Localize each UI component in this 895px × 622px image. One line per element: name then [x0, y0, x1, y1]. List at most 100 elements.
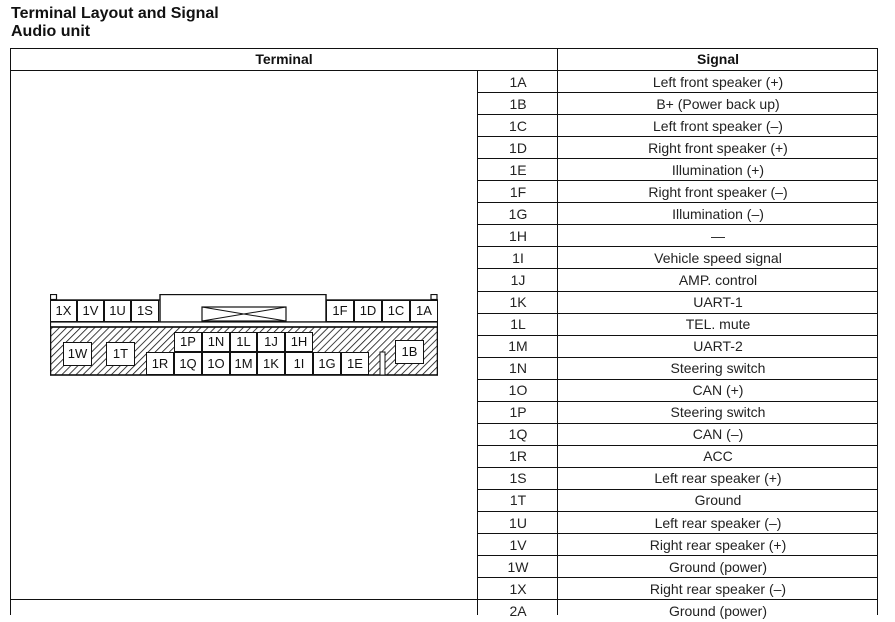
row-divider	[477, 378, 878, 380]
signal-column-divider	[557, 48, 558, 615]
signal-cell: CAN (+)	[692, 382, 744, 399]
terminal-id-cell: 1U	[509, 514, 527, 531]
header-bottom-border	[10, 70, 878, 71]
terminal-id-cell: 1E	[509, 161, 527, 178]
connector-pin: 1H	[285, 332, 313, 352]
terminal-id-cell: 1D	[509, 139, 527, 156]
signal-cell: Right front speaker (+)	[648, 139, 788, 156]
signal-cell: —	[711, 227, 725, 244]
connector-pin: 1N	[202, 332, 230, 352]
connector-pin: 1Q	[174, 352, 202, 375]
terminal-id-cell: 1I	[512, 249, 524, 266]
signal-cell: CAN (–)	[692, 426, 744, 443]
row-divider	[477, 466, 878, 468]
signal-cell: Illumination (+)	[671, 161, 765, 178]
table-top-border	[10, 48, 878, 49]
row-divider	[477, 511, 878, 512]
terminal-id-cell: 1Q	[508, 426, 528, 443]
terminal-id-cell: 1W	[507, 558, 529, 575]
row-divider	[477, 202, 878, 204]
corner-tab-left	[50, 294, 58, 301]
terminal-id-divider	[477, 70, 478, 615]
row-divider	[477, 422, 878, 424]
connector-pin: 1K	[257, 352, 285, 375]
row-divider	[477, 224, 878, 226]
connector-pin: 1C	[382, 300, 410, 322]
signal-cell: TEL. mute	[685, 316, 751, 333]
signal-cell: Ground	[694, 492, 742, 509]
connector-pin: 1F	[326, 300, 354, 322]
row-divider	[477, 400, 878, 402]
terminal-id-cell: 1P	[509, 404, 527, 421]
terminal-id-cell: 1H	[509, 227, 527, 244]
row-divider	[477, 489, 878, 490]
signal-cell: Left front speaker (+)	[652, 73, 784, 90]
connector-pin: 1I	[285, 352, 313, 375]
page-title: Terminal Layout and Signal	[11, 5, 219, 22]
terminal-id-cell: 1X	[509, 580, 527, 597]
terminal-id-cell: 1F	[509, 183, 527, 200]
row-divider	[477, 246, 878, 248]
terminal-id-cell: 1S	[509, 470, 527, 487]
row-divider	[477, 555, 878, 557]
row-divider	[477, 599, 878, 601]
signal-cell: Ground (power)	[668, 602, 768, 619]
terminal-id-cell: 1R	[509, 448, 527, 465]
terminal-id-cell: 2A	[509, 602, 527, 619]
connector-pin: 1B	[395, 340, 424, 364]
connector-pin: 1M	[230, 352, 257, 375]
terminal-id-cell: 1B	[509, 95, 527, 112]
connector-pin: 1S	[131, 300, 159, 322]
terminal-id-cell: 1N	[509, 360, 527, 377]
row-divider	[477, 114, 878, 116]
signal-cell: Ground (power)	[668, 558, 768, 575]
terminal-id-cell: 1O	[508, 382, 528, 399]
signal-cell: AMP. control	[678, 272, 758, 288]
connector-pin: 1W	[63, 342, 92, 366]
row-divider	[477, 444, 878, 446]
row-divider	[477, 158, 878, 160]
terminal-id-cell: 1L	[510, 316, 526, 333]
connector-pin: 1R	[146, 352, 174, 375]
signal-cell: Vehicle speed signal	[654, 249, 782, 266]
terminal-id-cell: 1T	[509, 492, 527, 509]
connector-pin: 1J	[257, 332, 285, 352]
row-divider	[477, 356, 878, 358]
signal-cell: Left front speaker (–)	[653, 117, 783, 134]
row-divider	[477, 92, 878, 93]
connector-pin: 1G	[313, 352, 341, 375]
terminal-id-cell: 1A	[509, 73, 527, 90]
signal-cell: Right rear speaker (+)	[649, 536, 787, 553]
connector-pin: 1V	[77, 300, 104, 322]
row-divider	[477, 290, 878, 292]
page-subtitle: Audio unit	[11, 23, 91, 40]
signal-cell: UART-1	[693, 294, 743, 310]
connector-pin: 1L	[230, 332, 257, 352]
diagram-cell-bottom-border	[10, 599, 878, 600]
signal-cell: Steering switch	[670, 404, 766, 421]
terminal-id-cell: 1V	[509, 536, 527, 553]
terminal-id-cell: 1M	[508, 338, 528, 355]
signal-cell: Left rear speaker (–)	[654, 514, 782, 531]
signal-cell: Steering switch	[670, 360, 766, 377]
table-left-border	[10, 48, 11, 615]
row-divider	[477, 577, 878, 579]
signal-cell: ACC	[703, 448, 733, 465]
terminal-id-cell: 1C	[509, 117, 527, 134]
row-divider	[477, 180, 878, 182]
connector-pin: 1P	[174, 332, 202, 352]
signal-cell: B+ (Power back up)	[656, 95, 780, 112]
row-divider	[477, 533, 878, 534]
connector-pin: 1E	[341, 352, 369, 375]
connector-pin: 1D	[354, 300, 382, 322]
row-divider	[477, 312, 878, 314]
signal-cell: Right rear speaker (–)	[649, 580, 787, 597]
table-right-border	[877, 48, 878, 615]
connector-pin: 1X	[50, 300, 77, 322]
header-terminal: Terminal	[255, 51, 313, 67]
row-divider	[477, 268, 878, 270]
signal-cell: Left rear speaker (+)	[654, 470, 782, 487]
header-signal: Signal	[696, 51, 739, 67]
terminal-id-cell: 1K	[509, 294, 527, 310]
signal-cell: Right front speaker (–)	[648, 183, 788, 200]
